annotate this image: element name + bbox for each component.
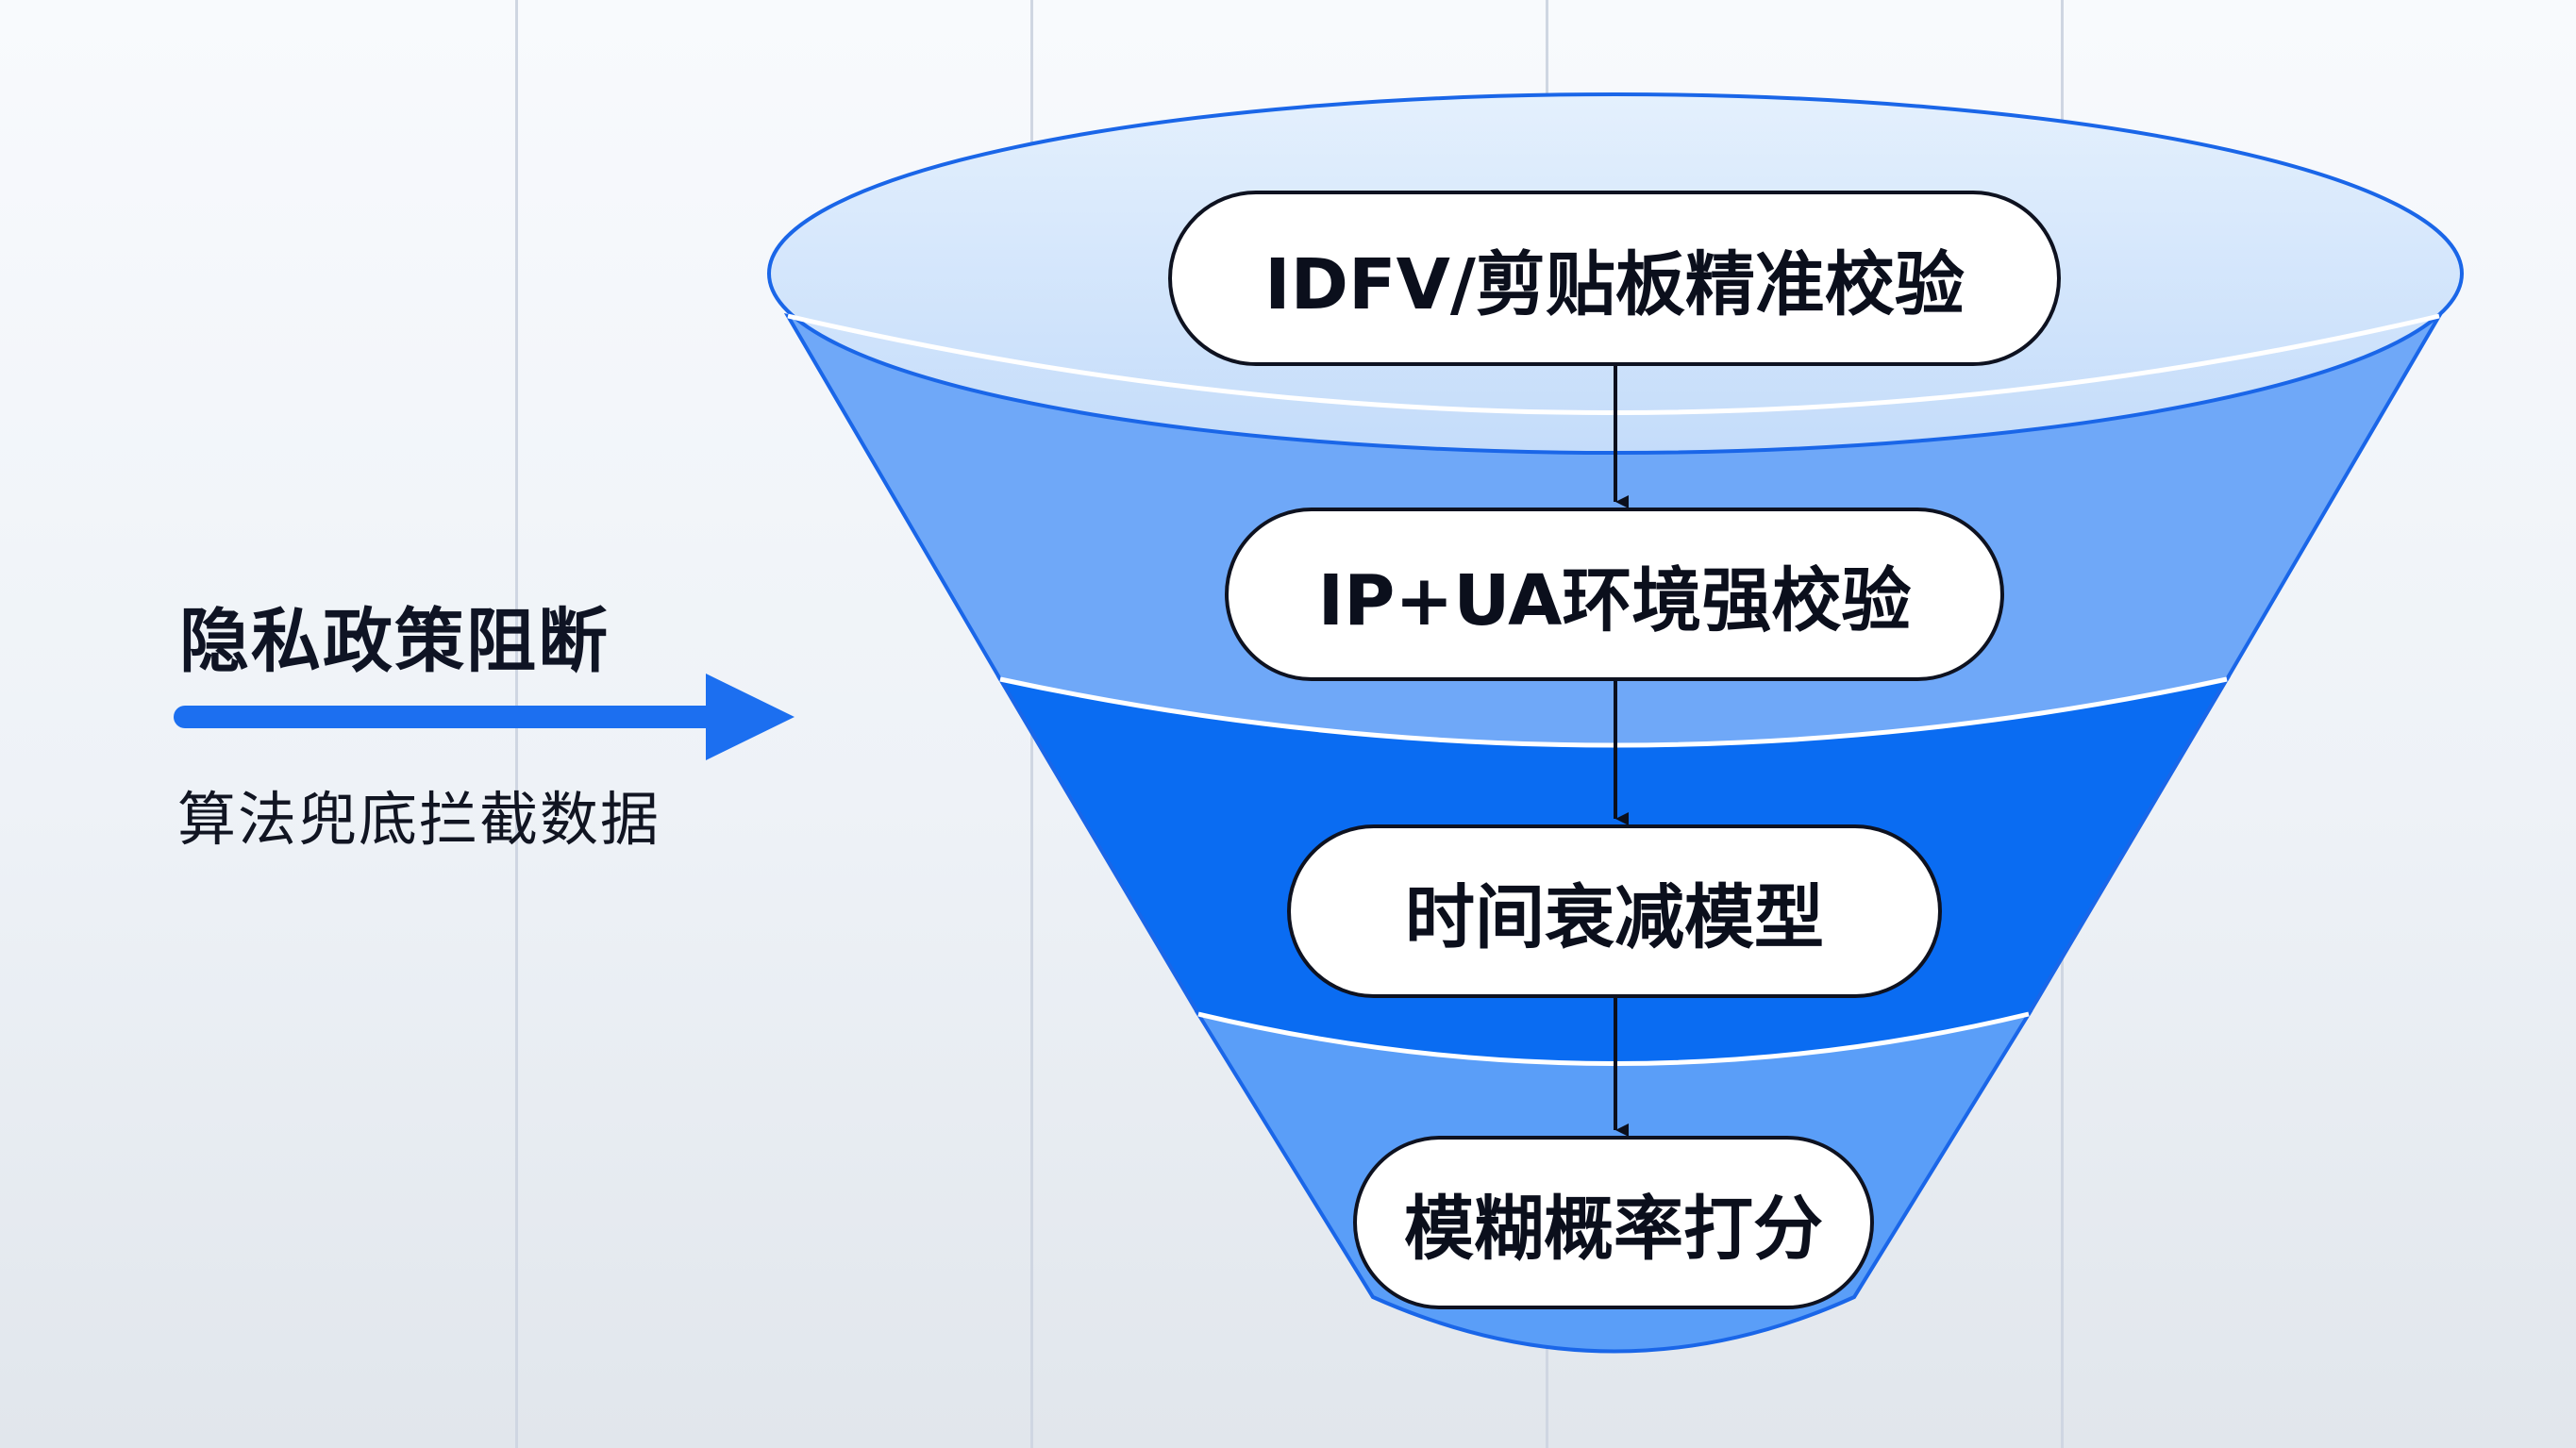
input-title: 隐私政策阻断 [179, 601, 610, 682]
stage-1-box: IDFV/剪贴板精准校验 [1168, 191, 2061, 366]
input-subtitle: 算法兜底拦截数据 [177, 785, 661, 854]
stage-4-box: 模糊概率打分 [1353, 1136, 1874, 1309]
stage-3-box: 时间衰减模型 [1287, 824, 1942, 998]
input-arrow [174, 674, 795, 760]
stage-2-box: IP+UA环境强校验 [1225, 508, 2004, 681]
